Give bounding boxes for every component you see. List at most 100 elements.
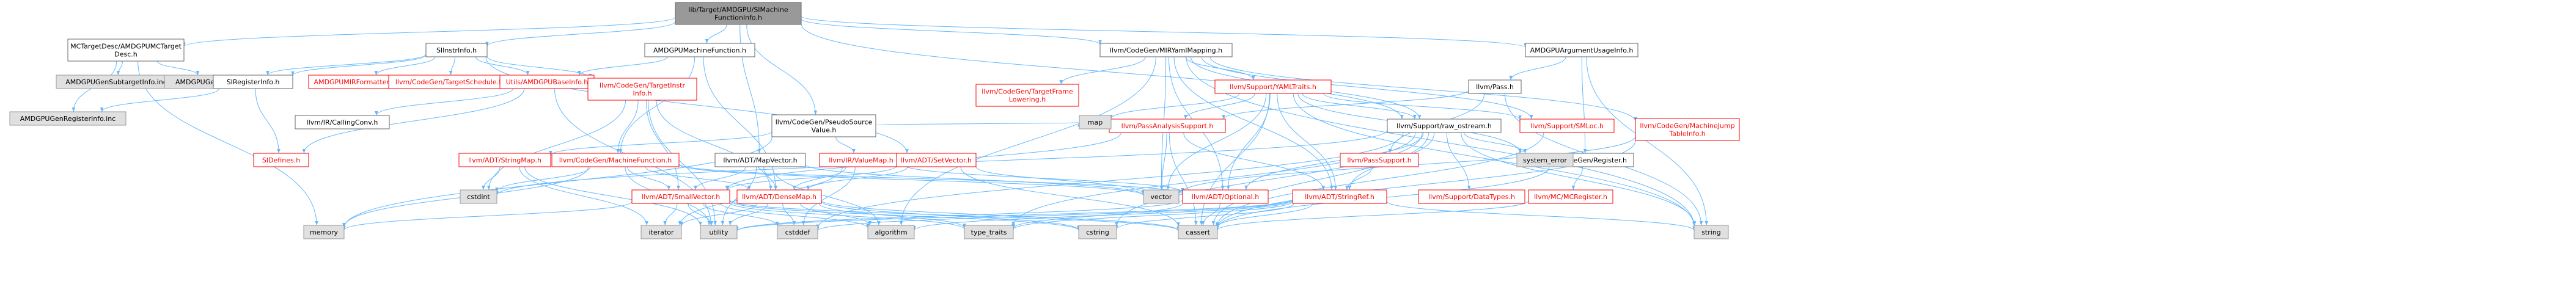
edge-amdgpubaseinfo-to-sidefines — [302, 88, 525, 154]
node-sidefines[interactable]: SIDefines.h — [253, 153, 309, 167]
node-stringmap[interactable]: llvm/ADT/StringMap.h — [458, 153, 551, 167]
node-genregisterinfo: AMDGPUGenRegisterInfo.inc — [9, 111, 127, 126]
edge-machinefunction-to-smallvector — [627, 166, 671, 191]
node-label-machinefunction: llvm/CodeGen/MachineFunction.h — [559, 156, 672, 164]
node-box-machinefunction — [551, 153, 680, 167]
node-mcregister[interactable]: llvm/MC/MCRegister.h — [1528, 189, 1613, 204]
node-mapvector[interactable]: llvm/ADT/MapVector.h — [714, 153, 806, 167]
node-callingconv[interactable]: llvm/IR/CallingConv.h — [295, 115, 390, 129]
node-label-siinstrinfo: SIInstrInfo.h — [436, 46, 477, 54]
node-box-targetinstrinfo — [587, 78, 697, 101]
edge-argusageinfo-to-string — [1586, 56, 1708, 226]
edge-mirymlmapping-to-stringref — [1173, 56, 1334, 191]
node-valuemap[interactable]: llvm/IR/ValueMap.h — [819, 153, 903, 167]
node-smallvector[interactable]: llvm/ADT/SmallVector.h — [631, 189, 730, 204]
node-gensubtargetinfo: AMDGPUGenSubtargetInfo.inc — [56, 75, 177, 89]
node-siregisterinfo[interactable]: SIRegisterInfo.h — [213, 75, 293, 89]
node-systemerror: system_error — [1516, 153, 1574, 167]
node-label-vector: vector — [1151, 193, 1172, 201]
node-setvector[interactable]: llvm/ADT/SetVector.h — [896, 153, 977, 167]
node-rawostream[interactable]: llvm/Support/raw_ostream.h — [1387, 118, 1502, 133]
node-box-optional — [1182, 189, 1269, 204]
node-root[interactable]: lib/Target/AMDGPU/SIMachineFunctionInfo.… — [675, 2, 802, 25]
node-cassert: cassert — [1178, 225, 1218, 239]
node-yamltraits[interactable]: llvm/Support/YAMLTraits.h — [1214, 79, 1332, 94]
node-label-jumptableinfo: llvm/CodeGen/MachineJump — [1640, 122, 1734, 130]
edge-mctargetdesc-to-geninstrinfo — [157, 60, 200, 76]
node-densemap[interactable]: llvm/ADT/DenseMap.h — [736, 189, 822, 204]
node-stringref[interactable]: llvm/ADT/StringRef.h — [1292, 189, 1387, 204]
edge-smallvector-to-utility — [688, 203, 714, 226]
node-targetschedule[interactable]: llvm/CodeGen/TargetSchedule.h — [388, 75, 510, 89]
edge-smallvector-to-memory — [342, 201, 633, 231]
node-box-stringref — [1292, 189, 1387, 204]
node-box-datatypes — [1418, 189, 1525, 204]
node-box-pseudosourcevalue — [771, 114, 876, 137]
node-label-algorithm: algorithm — [875, 228, 907, 236]
node-label-typetraits: type_traits — [971, 228, 1007, 236]
edge-yamltraits-to-smloc — [1323, 93, 1522, 120]
edge-smallvector-to-cstddef — [702, 203, 779, 227]
node-box-sidefines — [253, 153, 309, 167]
node-box-mirymlmapping — [1099, 43, 1233, 57]
node-algorithm: algorithm — [867, 225, 915, 239]
edge-valuemap-to-densemap — [792, 166, 846, 191]
edge-rawostream-to-typetraits — [1011, 132, 1416, 227]
edge-passanalysissupport-to-vector — [1160, 132, 1167, 191]
node-box-argusageinfo — [1525, 43, 1638, 57]
edge-stringmap-to-iterator — [519, 166, 648, 226]
edge-optional-to-utility — [735, 199, 1183, 231]
node-box-cstdint — [460, 189, 497, 204]
node-label-stringref: llvm/ADT/StringRef.h — [1305, 193, 1374, 201]
node-label-mcregister: llvm/MC/MCRegister.h — [1534, 193, 1607, 201]
node-label-mapvector: llvm/ADT/MapVector.h — [723, 156, 797, 164]
node-map: map — [1079, 115, 1112, 129]
node-passsupport[interactable]: llvm/PassSupport.h — [1340, 153, 1419, 167]
edge-siinstrinfo-to-amdgpubaseinfo — [475, 56, 530, 76]
edge-stringref-to-algorithm — [912, 200, 1293, 231]
edge-rawostream-to-systemerror — [1463, 132, 1527, 154]
node-label-pseudosourcevalue: Value.h — [812, 126, 837, 134]
edge-mapvector-to-vector — [805, 164, 1145, 195]
edge-stringmap-to-cstdint — [482, 166, 501, 191]
node-label-rawostream: llvm/Support/raw_ostream.h — [1396, 122, 1492, 130]
node-box-systemerror — [1516, 153, 1574, 167]
node-utility: utility — [700, 225, 738, 239]
node-datatypes[interactable]: llvm/Support/DataTypes.h — [1418, 189, 1525, 204]
node-amdgpumachinefunction[interactable]: AMDGPUMachineFunction.h — [644, 43, 755, 57]
edge-valuemap-to-cstddef — [801, 166, 856, 226]
node-optional[interactable]: llvm/ADT/Optional.h — [1182, 189, 1269, 204]
edge-targetinstrinfo-to-smallvector — [645, 100, 680, 191]
node-smloc[interactable]: llvm/Support/SMLoc.h — [1519, 118, 1615, 133]
node-label-passsupport: llvm/PassSupport.h — [1347, 156, 1411, 164]
node-label-amdgpubaseinfo: Utils/AMDGPUBaseInfo.h — [506, 78, 589, 86]
node-label-mirymlmapping: llvm/CodeGen/MIRYamlMapping.h — [1110, 46, 1222, 54]
node-pass[interactable]: llvm/Pass.h — [1468, 79, 1522, 94]
edge-stringref-to-utility — [735, 198, 1293, 231]
node-label-cstddef: cstddef — [785, 228, 811, 236]
node-siinstrinfo[interactable]: SIInstrInfo.h — [425, 43, 488, 57]
node-box-root — [675, 2, 802, 25]
edge-argusageinfo-to-pass — [1509, 56, 1566, 81]
edge-mirymlmapping-to-algorithm — [899, 56, 1156, 226]
edge-mirymlmapping-to-targetframelowering — [1059, 56, 1146, 85]
edge-rawostream-to-datatypes — [1446, 132, 1471, 191]
edge-pseudosourcevalue-to-map — [875, 122, 1081, 127]
node-mirymlmapping[interactable]: llvm/CodeGen/MIRYamlMapping.h — [1099, 43, 1233, 57]
node-mirformatter[interactable]: AMDGPUMIRFormatter.h — [308, 75, 401, 89]
node-passanalysissupport[interactable]: llvm/PassAnalysisSupport.h — [1109, 118, 1226, 133]
edge-siinstrinfo-to-geninstrinfo — [266, 54, 427, 76]
node-machinefunction[interactable]: llvm/CodeGen/MachineFunction.h — [551, 153, 680, 167]
edge-mapvector-to-smallvector — [694, 166, 746, 191]
node-amdgpubaseinfo[interactable]: Utils/AMDGPUBaseInfo.h — [499, 75, 595, 89]
node-box-algorithm — [867, 225, 915, 239]
node-argusageinfo[interactable]: AMDGPUArgumentUsageInfo.h — [1525, 43, 1638, 57]
node-label-smloc: llvm/Support/SMLoc.h — [1530, 122, 1604, 130]
